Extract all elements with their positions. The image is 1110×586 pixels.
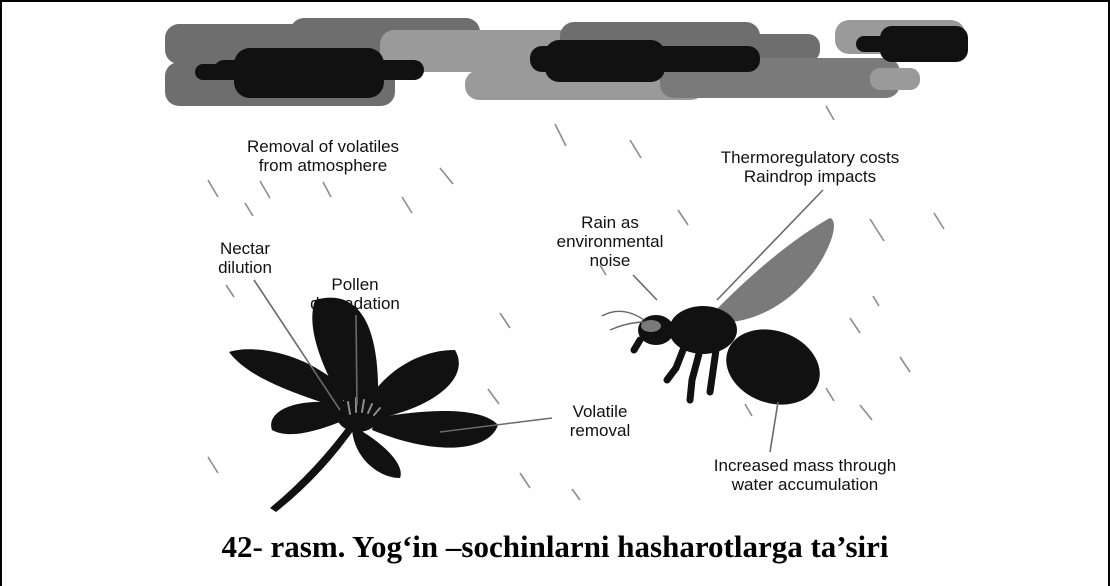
cloud-band xyxy=(870,68,920,90)
label-pollen-degradation: Pollen degradation xyxy=(290,275,420,313)
figure-caption: 42- rasm. Yog‘in –sochinlarni hasharotla… xyxy=(0,529,1110,565)
leader-pollen xyxy=(356,315,357,405)
flower-center xyxy=(336,396,380,432)
leader-mass xyxy=(770,402,778,452)
label-nectar-dilution: Nectar dilution xyxy=(190,239,300,277)
label-removal-volatiles: Removal of volatiles from atmosphere xyxy=(203,137,443,175)
cloud-dark xyxy=(234,48,384,98)
bee-wing xyxy=(716,218,834,322)
label-increased-mass: Increased mass through water accumulatio… xyxy=(660,456,950,494)
cloud-dark xyxy=(856,36,906,52)
cloud-dark xyxy=(545,40,665,82)
flower-petal xyxy=(372,411,498,448)
cloud-dark xyxy=(195,64,255,80)
flower-stem xyxy=(270,420,358,512)
label-thermoregulatory: Thermoregulatory costs Raindrop impacts xyxy=(670,148,950,186)
storm-clouds xyxy=(165,18,968,106)
label-volatile-removal: Volatile removal xyxy=(545,402,655,440)
leader-rain-noise xyxy=(633,275,657,300)
bee-thorax xyxy=(669,306,737,354)
label-rain-noise: Rain as environmental noise xyxy=(530,213,690,270)
